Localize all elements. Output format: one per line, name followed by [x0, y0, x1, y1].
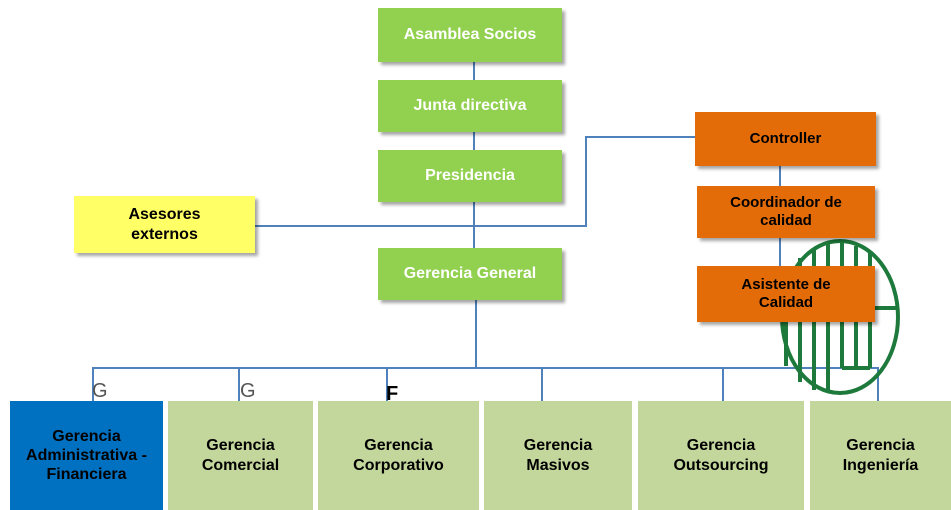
connector-drop-2: [238, 367, 240, 401]
node-controller: Controller: [695, 112, 876, 166]
connector-controller-coordinador: [779, 166, 781, 186]
connector-drop-6: [877, 367, 879, 401]
connector-asamblea-junta: [473, 62, 475, 80]
text-fragment: G: [92, 380, 108, 400]
node-asamblea-socios: Asamblea Socios: [378, 8, 562, 62]
connector-coordinador-asistente: [779, 238, 781, 266]
department-comercial: Gerencia Comercial: [168, 401, 313, 510]
text-fragment: G: [240, 380, 256, 400]
connector-drop-5: [722, 367, 724, 401]
connector-junta-presidencia: [473, 132, 475, 150]
connector-drop-4: [541, 367, 543, 401]
department-masivos: Gerencia Masivos: [484, 401, 632, 510]
connector-bus: [92, 367, 879, 369]
department-corporativo: Gerencia Corporativo: [318, 401, 479, 510]
department-outsourcing: Gerencia Outsourcing: [638, 401, 804, 510]
text-fragment: F: [386, 383, 399, 401]
node-gerencia-general: Gerencia General: [378, 248, 562, 300]
connector-drop-1: [92, 367, 94, 401]
connector-asesores: [255, 225, 587, 227]
connector-controller-vertical: [585, 136, 587, 226]
node-presidencia: Presidencia: [378, 150, 562, 202]
connector-drop-3: [386, 367, 388, 401]
node-coordinador-calidad: Coordinador de calidad: [697, 186, 875, 238]
department-administrativa-financiera: Gerencia Administrativa -Financiera: [10, 401, 163, 510]
department-ingenieria: Gerencia Ingeniería: [810, 401, 951, 510]
node-asistente-calidad: Asistente de Calidad: [697, 266, 875, 322]
node-asesores-externos: Asesores externos: [74, 196, 255, 253]
connector-gerencia-bus: [475, 300, 477, 368]
node-junta-directiva: Junta directiva: [378, 80, 562, 132]
connector-controller-horizontal: [585, 136, 695, 138]
